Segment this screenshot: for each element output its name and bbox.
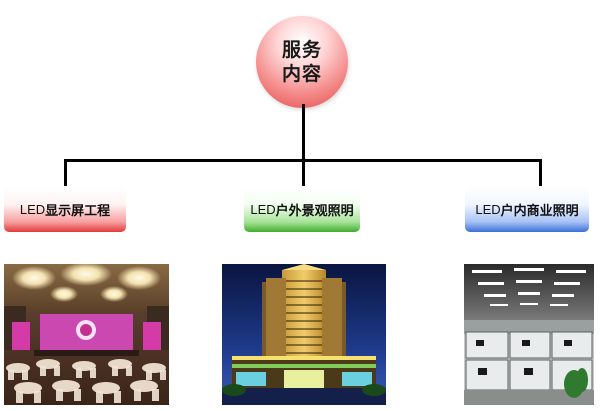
branch-1-label: 显示屏工程: [45, 203, 111, 219]
hotel-night-photo: [222, 264, 386, 405]
root-node-service-content: 服务 内容: [256, 16, 348, 108]
branch-2-prefix: LED: [250, 201, 276, 217]
connector-root-vertical: [302, 104, 305, 161]
branch-1-prefix: LED: [19, 201, 46, 217]
connector-branch-1: [64, 159, 67, 186]
root-label-line2: 内容: [281, 63, 322, 85]
connector-branch-2: [302, 159, 305, 186]
office-interior-photo: [464, 264, 594, 405]
banquet-hall-photo: [4, 264, 169, 405]
branch-3-prefix: LED: [475, 201, 501, 217]
branch-3-label: 户内商业照明: [500, 203, 579, 219]
branch-2-label: 户外景观照明: [275, 203, 354, 219]
root-label-line1: 服务: [281, 39, 322, 61]
connector-branch-3: [539, 159, 542, 186]
